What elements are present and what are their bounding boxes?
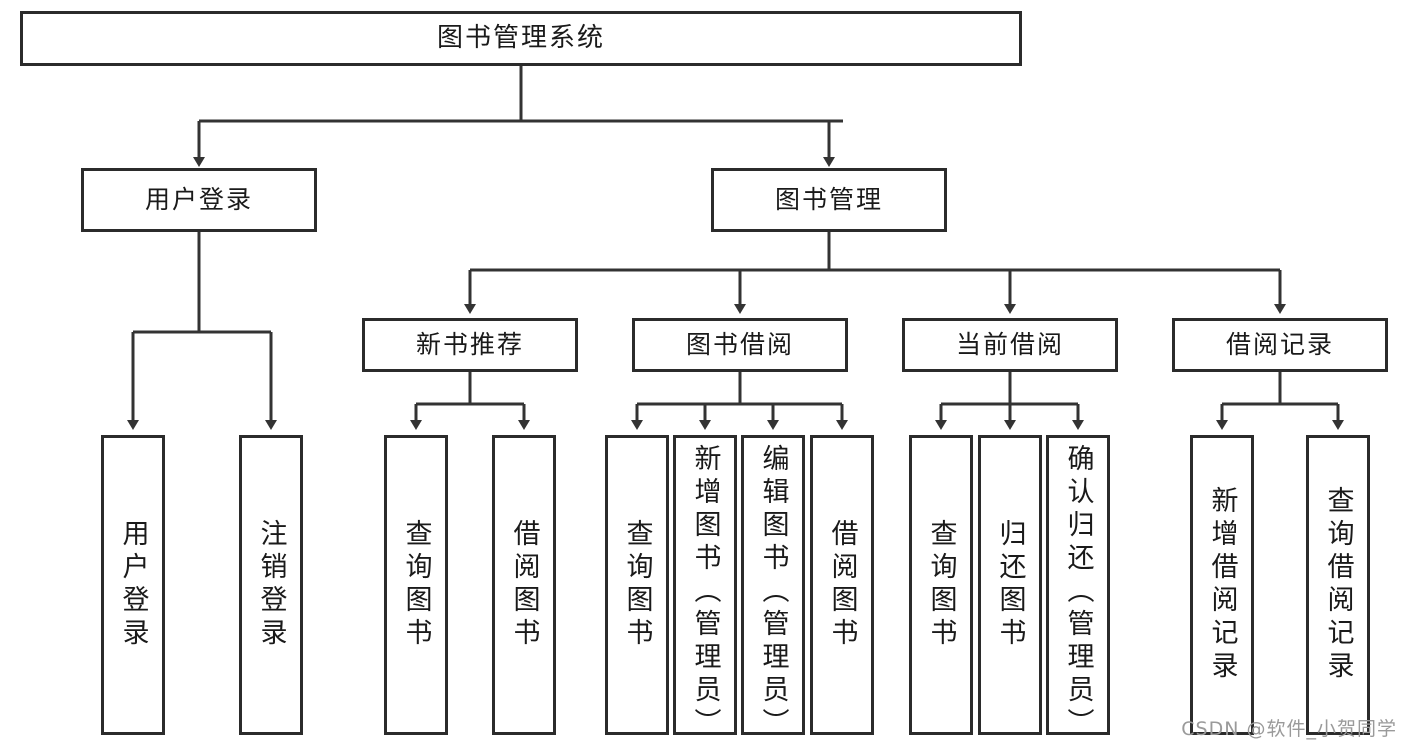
- node-new-book-recommend[interactable]: 新书推荐: [362, 318, 578, 372]
- leaf-book-borrow-query[interactable]: 查询图书: [605, 435, 669, 735]
- leaf-label: 编辑图书（管理员）: [757, 444, 789, 741]
- leaf-current-borrow-confirm[interactable]: 确认归还（管理员）: [1046, 435, 1110, 741]
- leaf-user-login-signout[interactable]: 注销登录: [239, 435, 303, 735]
- watermark: CSDN @软件_小贺同学: [1181, 718, 1397, 740]
- leaf-label: 新增图书（管理员）: [689, 444, 721, 741]
- leaf-label: 查询图书: [925, 519, 957, 651]
- leaf-new-book-query[interactable]: 查询图书: [384, 435, 448, 735]
- leaf-label: 确认归还（管理员）: [1062, 444, 1094, 741]
- leaf-book-borrow-edit[interactable]: 编辑图书（管理员）: [741, 435, 805, 741]
- node-root-label: 图书管理系统: [436, 22, 605, 53]
- leaf-label: 查询图书: [400, 519, 432, 651]
- node-book-borrow-label: 图书借阅: [685, 329, 794, 359]
- node-current-borrow-label: 当前借阅: [955, 329, 1064, 359]
- leaf-label: 注销登录: [255, 519, 287, 651]
- leaf-borrow-record-add[interactable]: 新增借阅记录: [1190, 435, 1254, 735]
- leaf-label: 新增借阅记录: [1206, 486, 1238, 684]
- leaf-label: 用户登录: [117, 519, 149, 651]
- leaf-label: 借阅图书: [508, 519, 540, 651]
- node-borrow-record-label: 借阅记录: [1225, 329, 1334, 359]
- leaf-book-borrow-add[interactable]: 新增图书（管理员）: [673, 435, 737, 741]
- leaf-current-borrow-return[interactable]: 归还图书: [978, 435, 1042, 735]
- node-current-borrow[interactable]: 当前借阅: [902, 318, 1118, 372]
- leaf-new-book-borrow[interactable]: 借阅图书: [492, 435, 556, 735]
- leaf-label: 借阅图书: [826, 519, 858, 651]
- leaf-label: 查询图书: [621, 519, 653, 651]
- leaf-label: 查询借阅记录: [1322, 486, 1354, 684]
- leaf-user-login-signin[interactable]: 用户登录: [101, 435, 165, 735]
- leaf-book-borrow-borrow[interactable]: 借阅图书: [810, 435, 874, 735]
- leaf-current-borrow-query[interactable]: 查询图书: [909, 435, 973, 735]
- node-user-login-label: 用户登录: [144, 184, 253, 214]
- leaf-label: 归还图书: [994, 519, 1026, 651]
- node-new-book-recommend-label: 新书推荐: [415, 329, 524, 359]
- node-book-management-label: 图书管理: [774, 184, 883, 214]
- node-book-borrow[interactable]: 图书借阅: [632, 318, 848, 372]
- node-root[interactable]: 图书管理系统: [20, 11, 1022, 66]
- node-user-login[interactable]: 用户登录: [81, 168, 317, 232]
- node-book-management[interactable]: 图书管理: [711, 168, 947, 232]
- node-borrow-record[interactable]: 借阅记录: [1172, 318, 1388, 372]
- leaf-borrow-record-query[interactable]: 查询借阅记录: [1306, 435, 1370, 735]
